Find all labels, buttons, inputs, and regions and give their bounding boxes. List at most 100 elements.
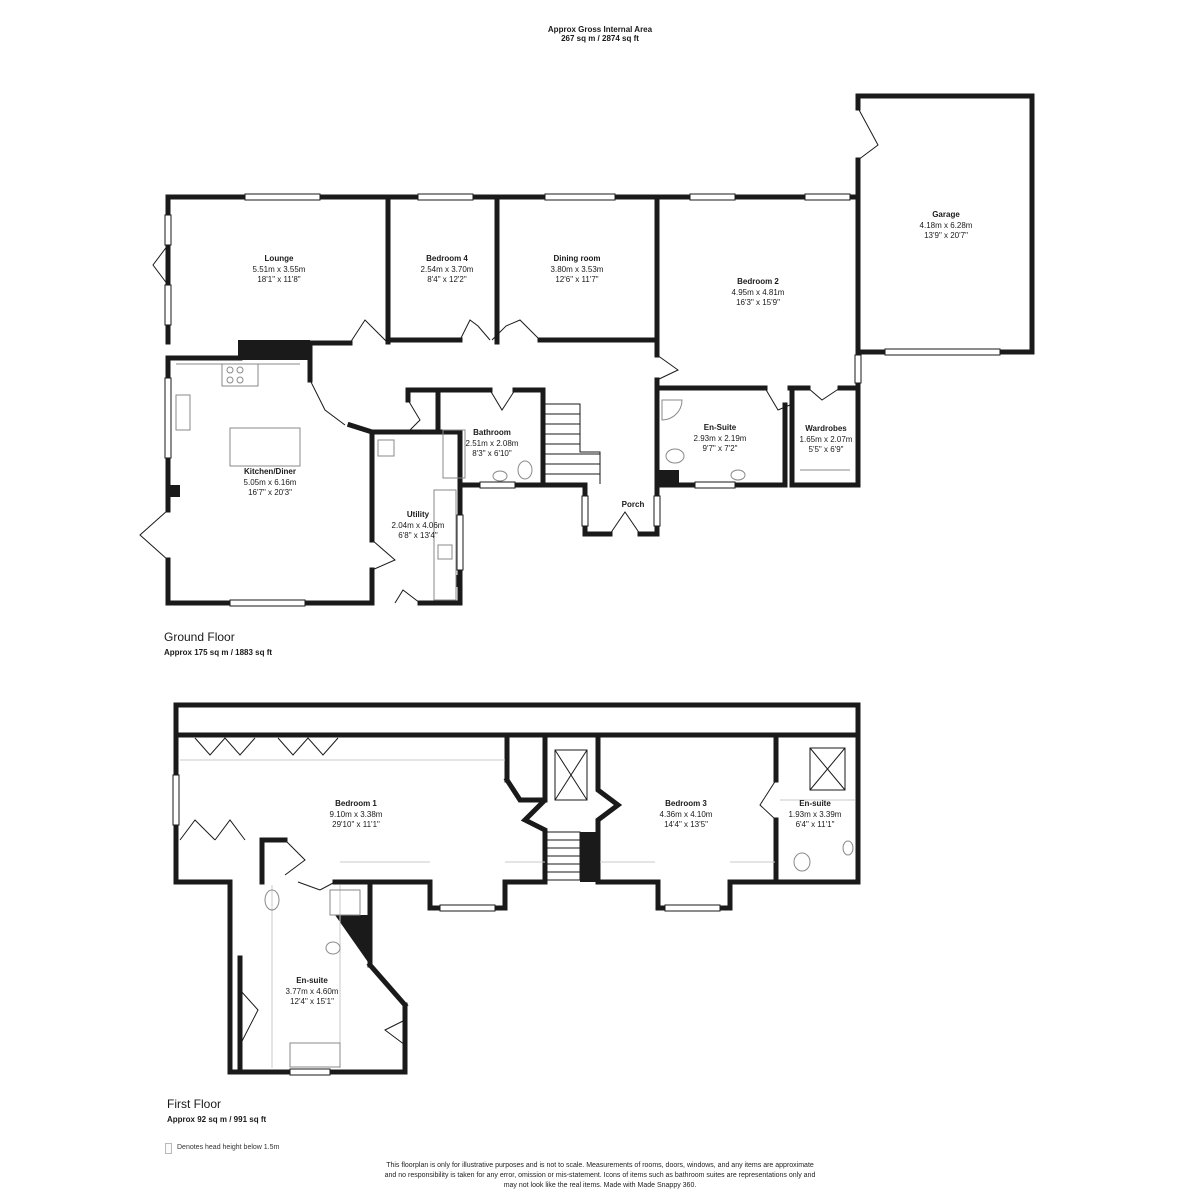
wardrobes-imperial: 5'5" x 6'9" [809,445,844,454]
wardrobe-doors-2 [277,737,339,756]
bedroom1-cupboard-door-3 [284,839,306,876]
utility-appliance [377,439,395,457]
ensuite-small-metric: 1.93m x 3.39m [789,810,842,819]
lounge-metric: 5.51m x 3.55m [253,265,306,274]
bedroom2-window-left [689,193,736,201]
bedroom2-imperial: 16'3" x 15'9" [736,298,780,307]
kitchen-metric: 5.05m x 6.16m [244,478,297,487]
disclaimer-line-1: This floorplan is only for illustrative … [386,1162,814,1169]
utility-window [456,514,464,571]
bath [442,429,466,479]
kitchen-door [309,379,346,426]
roof-outline [173,702,861,738]
porch-window-right [653,495,661,527]
bedroom2-side-window [854,354,862,384]
wardrobes-metric: 1.65m x 2.07m [800,435,853,444]
kitchen-pillar [168,485,180,497]
porch-door [609,511,641,535]
utility-metric: 2.04m x 4.06m [392,521,445,530]
ground-floor-title: Ground Floor [164,630,235,644]
bedroom3-bay-glass [664,904,721,912]
garage-imperial: 13'9" x 20'7" [924,231,968,240]
garage-side-door [857,107,879,161]
kitchen-south-window [229,599,306,607]
skylights [554,747,846,801]
disclaimer-line-2: and no responsibility is taken for any e… [384,1172,816,1179]
stairwell-west [520,737,548,885]
dining-imperial: 12'6" x 11'7" [555,275,598,284]
first-floor-windows [172,774,721,1076]
lounge-door [349,319,389,344]
ground-floor-area: Approx 175 sq m / 1883 sq ft [164,648,273,657]
room-labels: Lounge 5.51m x 3.55m 18'1" x 11'8" Bedro… [244,210,973,1006]
ensuite-large-shower [329,889,361,916]
first-floor-doors [179,737,777,1046]
utility-pillar [456,575,462,587]
utility-worktop [433,489,457,601]
kitchen-name: Kitchen/Diner [244,467,296,476]
dining-metric: 3.80m x 3.53m [551,265,604,274]
ensuite-large-imperial: 12'4" x 15'1" [290,997,334,1006]
bedroom4-imperial: 8'4" x 12'2" [427,275,467,284]
utility-name: Utility [407,510,430,519]
low-ceiling-zones [180,759,855,1068]
wardrobes-door [807,387,841,401]
garage-walls [855,93,1035,355]
bedroom4-window [417,193,474,201]
ensuite-imperial: 9'7" x 7'2" [703,444,738,453]
lounge-french-door [152,244,169,286]
bedroom1-imperial: 29'10" x 11'1" [332,820,380,829]
cupboard-door [407,399,421,433]
kitchen-imperial: 16'7" x 20'3" [248,488,292,497]
bathroom-window [479,481,516,489]
bathroom-metric: 2.51m x 2.08m [466,439,519,448]
chimney-breast [238,340,310,360]
bedroom1-name: Bedroom 1 [335,799,377,808]
bedroom1-side-window [172,774,180,826]
ground-floor-doors [139,107,879,604]
lounge-name: Lounge [265,254,294,263]
kitchen-east-angle [346,421,376,436]
bedroom2-name: Bedroom 2 [737,277,779,286]
ensuite-pillar [657,470,679,485]
low-ceiling-legend-text: Denotes head height below 1.5m [177,1144,280,1151]
ensuite-small-basin [842,840,854,856]
ensuite-door [764,387,791,411]
garage-door-opening [884,348,1001,356]
ensuite-small-imperial: 6'4" x 11'1" [796,820,835,829]
ground-floor-windows [164,193,1001,607]
bedroom2-metric: 4.95m x 4.81m [732,288,785,297]
dining-door [491,319,541,341]
ensuite-large-bath [289,1042,341,1068]
garage-name: Garage [932,210,960,219]
ensuite-large-basin [325,941,341,955]
bedroom1-cupboard-doors [179,819,216,841]
utility-door [371,539,396,571]
ensuite-name: En-Suite [704,423,737,432]
kitchen-side-window [164,377,172,459]
ensuite-large-metric: 3.77m x 4.60m [286,987,339,996]
utility-sink [437,544,453,560]
bathroom-basin [492,470,508,482]
ensuite-small-wc [793,852,811,872]
first-floor-title: First Floor [167,1097,221,1111]
utility-back-door [394,589,421,604]
ground-floor-stairs [544,403,601,484]
bedroom2-door [656,354,679,381]
bedroom1-bay-glass [439,904,496,912]
ensuite-east-cupboard-door [384,1019,406,1046]
wardrobes-name: Wardrobes [805,424,847,433]
ensuite-large-door [297,881,336,891]
bathroom-name: Bathroom [473,428,511,437]
first-floor-fixtures [264,840,854,1068]
bedroom1-cupboard-doors-2 [214,819,246,841]
bathroom-imperial: 8'3" x 6'10" [472,449,512,458]
dining-window [544,193,616,201]
bedroom4-name: Bedroom 4 [426,254,468,263]
disclaimer-line-3: may not look like the real items. Made w… [503,1182,697,1189]
bathroom-wc [517,460,533,480]
bedroom1-metric: 9.10m x 3.38m [330,810,383,819]
bedroom4-door [459,319,491,341]
ensuite-cupboard-doors [239,989,259,1046]
